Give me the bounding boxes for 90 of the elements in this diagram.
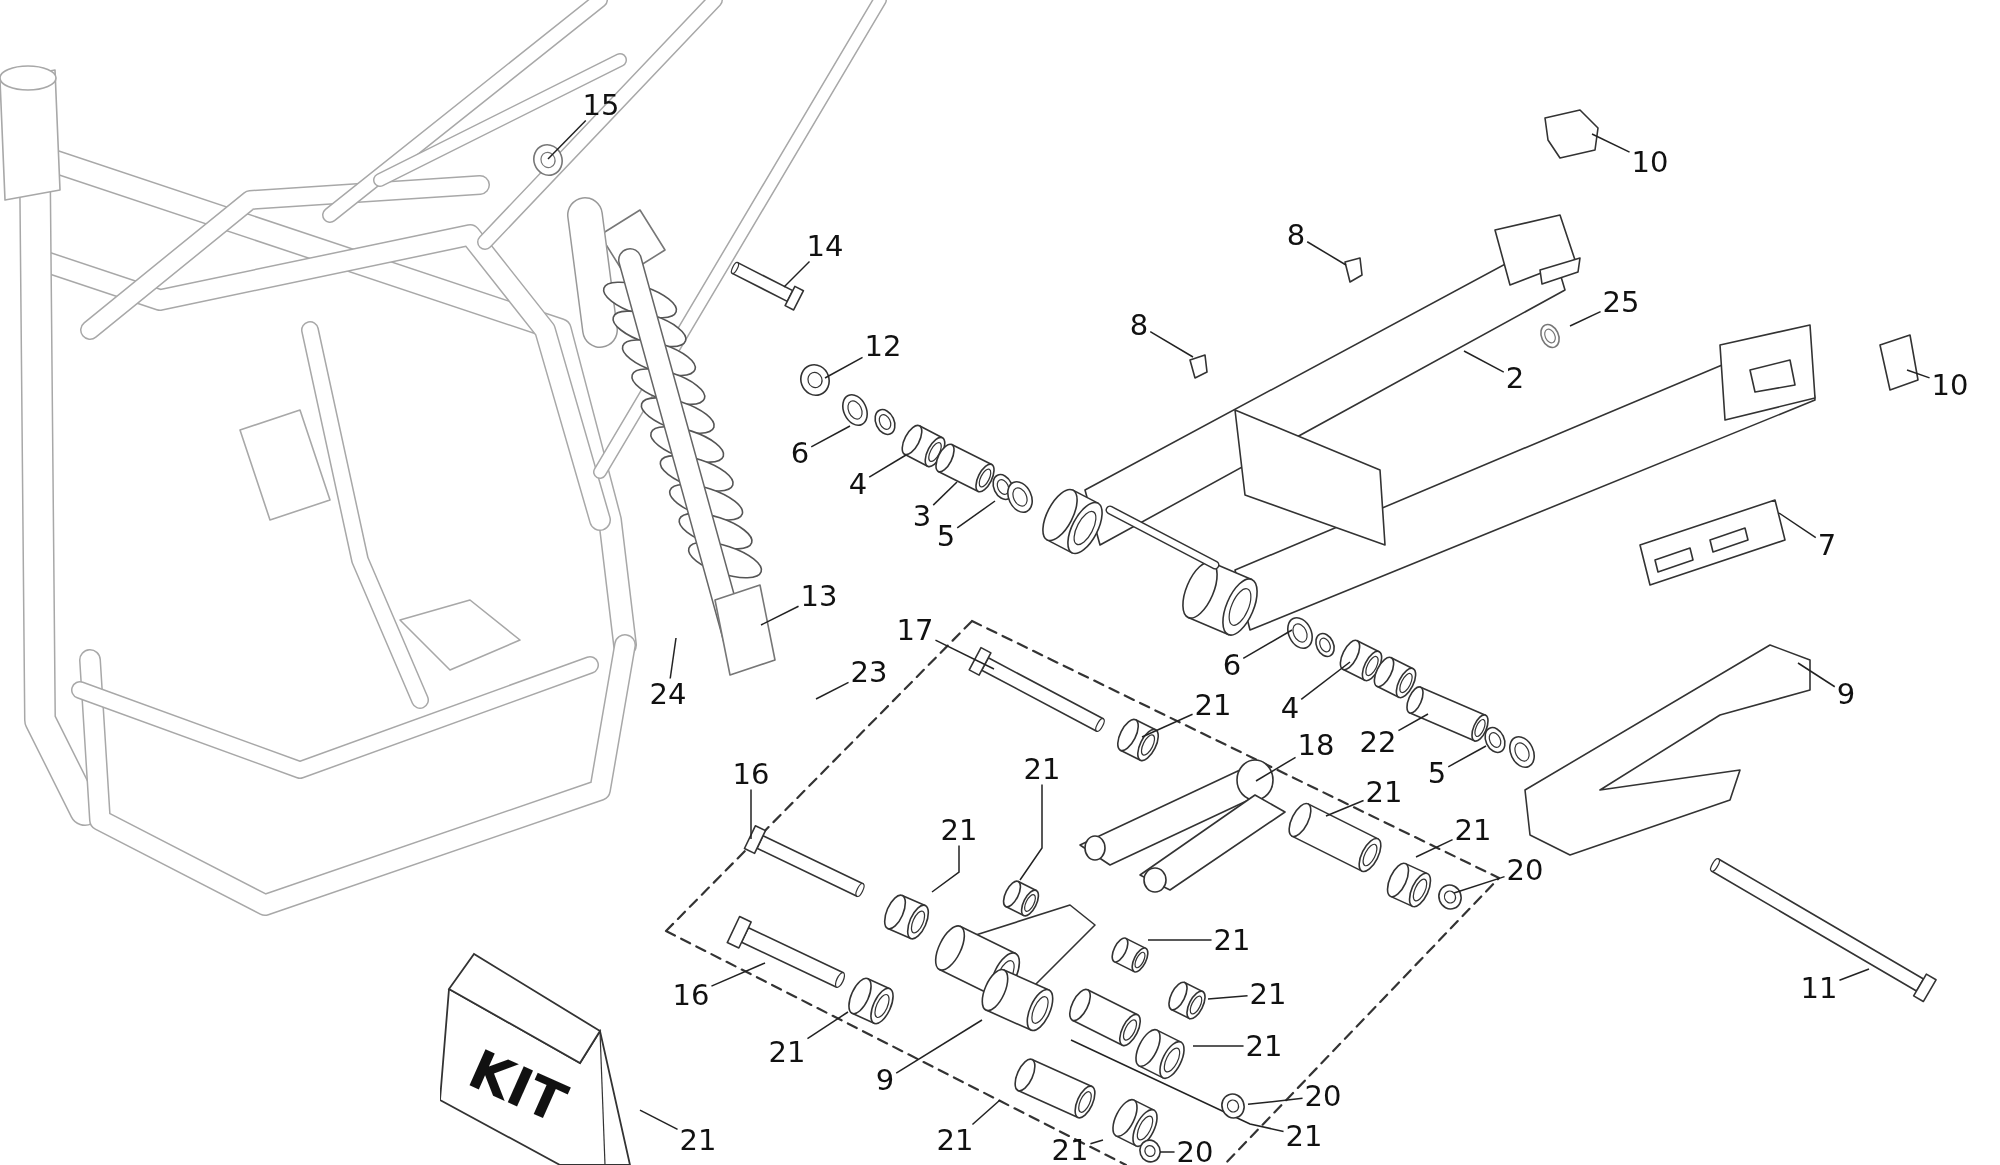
leader-line <box>810 425 851 448</box>
callout-number: 21 <box>1247 978 1289 1010</box>
callout-number: 24 <box>647 678 689 710</box>
callout-number: 10 <box>1629 146 1671 178</box>
leader-line <box>1147 939 1213 941</box>
leader-line <box>931 844 960 893</box>
leader-line <box>868 454 907 478</box>
leader-line <box>1207 995 1249 1000</box>
leader-line <box>639 1109 679 1131</box>
leader-line <box>932 481 958 506</box>
callout-number: 2 <box>1503 362 1527 394</box>
leader-line <box>1247 1097 1304 1106</box>
leader-line <box>806 1011 849 1040</box>
leader-line <box>1569 310 1602 327</box>
leader-line <box>1159 1151 1176 1153</box>
leader-line <box>934 639 995 670</box>
callout-number: 4 <box>846 468 870 500</box>
leader-line <box>815 681 850 700</box>
kit-label: KIT <box>461 1042 574 1132</box>
leader-line <box>1778 512 1817 539</box>
leader-line <box>1591 133 1631 153</box>
leader-line <box>971 1099 1001 1126</box>
callout-number: 21 <box>1021 753 1063 785</box>
callout-number: 4 <box>1278 692 1302 724</box>
callout-number: 21 <box>934 1124 976 1156</box>
leader-line <box>1306 241 1347 266</box>
leader-line <box>1838 968 1870 981</box>
callout-number: 21 <box>1363 776 1405 808</box>
callout-number: 3 <box>910 500 934 532</box>
leader-line <box>750 788 752 840</box>
callout-number: 22 <box>1357 726 1399 758</box>
callout-number: 25 <box>1600 286 1642 318</box>
callout-number: 5 <box>1425 757 1449 789</box>
nut-drawing <box>1218 1091 1248 1121</box>
leader-line <box>1149 330 1194 358</box>
callout-number: 8 <box>1127 309 1151 341</box>
callout-number: 12 <box>862 330 904 362</box>
callout-number: 21 <box>677 1124 719 1156</box>
leader-line <box>710 962 766 987</box>
leader-line <box>1463 350 1505 373</box>
callout-number: 21 <box>1243 1030 1285 1062</box>
leader-line <box>1089 1139 1104 1145</box>
callout-number: 17 <box>894 614 936 646</box>
callout-number: 11 <box>1798 972 1840 1004</box>
leader-line <box>1019 783 1043 881</box>
callout-number: 20 <box>1174 1136 1216 1165</box>
leader-line <box>1070 1039 1285 1133</box>
leader-line <box>1906 369 1931 379</box>
callout-number: 21 <box>766 1036 808 1068</box>
callout-number: 21 <box>1049 1134 1091 1165</box>
leader-line <box>1255 756 1297 782</box>
callout-number: 16 <box>670 979 712 1011</box>
callout-number: 6 <box>788 437 812 469</box>
leader-line <box>1453 875 1506 894</box>
callout-number: 20 <box>1504 854 1546 886</box>
leader-line <box>824 356 864 379</box>
leader-line <box>1415 838 1454 858</box>
callout-number: 13 <box>798 580 840 612</box>
callout-number: 23 <box>848 656 890 688</box>
callout-number: 16 <box>730 758 772 790</box>
leader-line <box>1797 662 1836 688</box>
leader-line <box>1300 661 1351 701</box>
callout-number: 21 <box>1452 814 1494 846</box>
leader-line <box>895 1019 983 1074</box>
leader-line <box>956 500 996 529</box>
leader-line <box>760 605 800 626</box>
callout-number: 9 <box>1834 678 1858 710</box>
leader-line <box>1141 713 1194 738</box>
callout-number: 21 <box>1211 924 1253 956</box>
callout-number: 7 <box>1815 529 1839 561</box>
leader-line <box>669 637 677 680</box>
callout-number: 14 <box>804 230 846 262</box>
leader-line <box>1192 1045 1245 1047</box>
callout-number: 5 <box>934 520 958 552</box>
callout-number: 8 <box>1284 219 1308 251</box>
leader-line <box>547 119 587 160</box>
callout-number: 10 <box>1929 369 1971 401</box>
leader-line <box>783 260 811 288</box>
callout-number: 9 <box>873 1064 897 1096</box>
callout-number: 21 <box>938 814 980 846</box>
callout-number: 21 <box>1283 1120 1325 1152</box>
callout-number: 20 <box>1302 1080 1344 1112</box>
leader-line <box>1242 629 1293 660</box>
leader-line <box>1397 713 1429 732</box>
callout-number: 6 <box>1220 649 1244 681</box>
leader-line <box>1447 745 1487 768</box>
callout-number: 15 <box>580 89 622 121</box>
callout-number: 18 <box>1295 729 1337 761</box>
leader-line <box>1325 799 1365 817</box>
callout-number: 21 <box>1192 689 1234 721</box>
